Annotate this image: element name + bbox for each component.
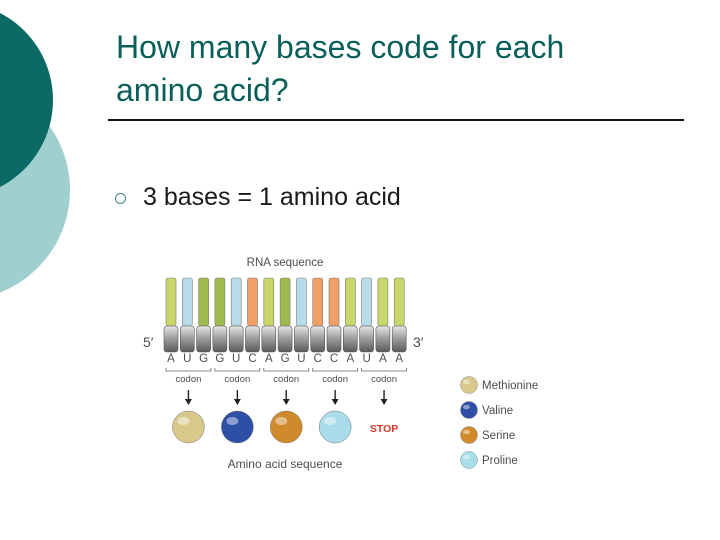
arrow-head-icon (184, 399, 192, 405)
base-letter: G (199, 353, 208, 365)
backbone-segment (326, 325, 342, 353)
codon-label: codon (176, 374, 202, 385)
legend-label: Valine (482, 405, 513, 417)
arrow-head-icon (331, 399, 339, 405)
sphere-highlight (324, 417, 337, 425)
base-bar (361, 277, 372, 327)
backbone-segment (179, 325, 195, 353)
amino-acid-sequence-label: Amino acid sequence (228, 457, 343, 471)
rna-sequence-label: RNA sequence (247, 257, 324, 269)
backbone-segment (228, 325, 244, 353)
codon-bracket (165, 368, 212, 372)
amino-acid-sphere (172, 410, 205, 444)
codon-label: codon (322, 374, 348, 385)
base-bar (393, 277, 405, 327)
legend-swatch (460, 376, 478, 394)
five-prime-label: 5′ (143, 334, 154, 350)
base-bar (165, 277, 177, 327)
sphere-highlight (275, 417, 288, 425)
base-letter: U (232, 353, 240, 365)
arrow-head-icon (282, 399, 290, 405)
legend-swatch-highlight (463, 379, 470, 385)
base-letter: U (362, 353, 370, 365)
base-bar (214, 277, 226, 327)
backbone-segment (212, 325, 228, 353)
backbone-segment (310, 325, 325, 353)
sphere-highlight (226, 417, 239, 425)
legend-swatch-highlight (463, 429, 470, 435)
base-letter: G (281, 353, 290, 365)
base-letter: A (379, 353, 387, 365)
arrow-head-icon (233, 399, 241, 405)
base-letter: C (330, 353, 338, 365)
base-letter: A (346, 353, 354, 365)
backbone-segment (294, 325, 309, 353)
base-letter: A (395, 353, 403, 365)
base-bar (328, 277, 340, 327)
base-letter: U (297, 353, 305, 365)
amino-acid-sphere (318, 410, 352, 444)
codon-label: codon (224, 374, 250, 385)
base-letter: C (248, 353, 256, 365)
stop-label: STOP (370, 423, 398, 435)
codon-label: codon (273, 374, 299, 385)
backbone-segment (343, 325, 358, 353)
base-bar (377, 277, 389, 327)
legend-label: Methionine (482, 380, 538, 392)
base-bar (279, 277, 291, 327)
base-letter: C (314, 353, 322, 365)
legend-swatch-highlight (463, 404, 470, 410)
bullet-text: 3 bases = 1 amino acid (143, 183, 401, 211)
arrow-head-icon (380, 399, 388, 405)
codon-bracket (214, 368, 261, 372)
amino-acid-sphere (221, 410, 254, 444)
legend-label: Proline (482, 455, 518, 467)
sphere-highlight (177, 417, 190, 425)
base-bar (263, 277, 275, 327)
base-bar (312, 277, 323, 327)
legend-swatch (460, 451, 478, 469)
codon-label: codon (371, 374, 397, 385)
base-bar (230, 277, 242, 327)
backbone-segment (245, 325, 260, 353)
base-bar (181, 277, 193, 327)
legend-label: Serine (482, 430, 515, 442)
base-bar (247, 277, 258, 327)
amino-acid-sphere (270, 410, 303, 444)
codon-bracket (312, 368, 358, 372)
backbone-segment (375, 325, 391, 353)
title-line-2: amino acid? (116, 72, 289, 108)
backbone-segment (196, 325, 211, 353)
deco-circle-dark (0, 12, 53, 188)
decorative-circles (0, 12, 70, 293)
base-letter: A (167, 353, 175, 365)
base-letter: A (265, 353, 273, 365)
backbone-segment (277, 325, 293, 353)
base-bar (198, 277, 209, 327)
base-bar (345, 277, 356, 327)
backbone-segment (391, 325, 407, 353)
codon-bracket (361, 368, 407, 372)
codon-bracket (263, 368, 310, 372)
legend-swatch (460, 426, 478, 444)
backbone-segment (261, 325, 277, 353)
base-letter: G (215, 353, 224, 365)
backbone-segment (359, 325, 374, 353)
title-line-1: How many bases code for each (116, 29, 565, 65)
bullet-circle-icon (115, 193, 126, 204)
legend-swatch (460, 401, 478, 419)
base-bar (296, 277, 307, 327)
backbone-segment (163, 325, 179, 353)
three-prime-label: 3′ (413, 334, 424, 350)
legend-swatch-highlight (463, 454, 470, 460)
base-letter: U (183, 353, 191, 365)
slide-title: How many bases code for each amino acid? (116, 26, 676, 112)
title-underline (108, 119, 684, 121)
